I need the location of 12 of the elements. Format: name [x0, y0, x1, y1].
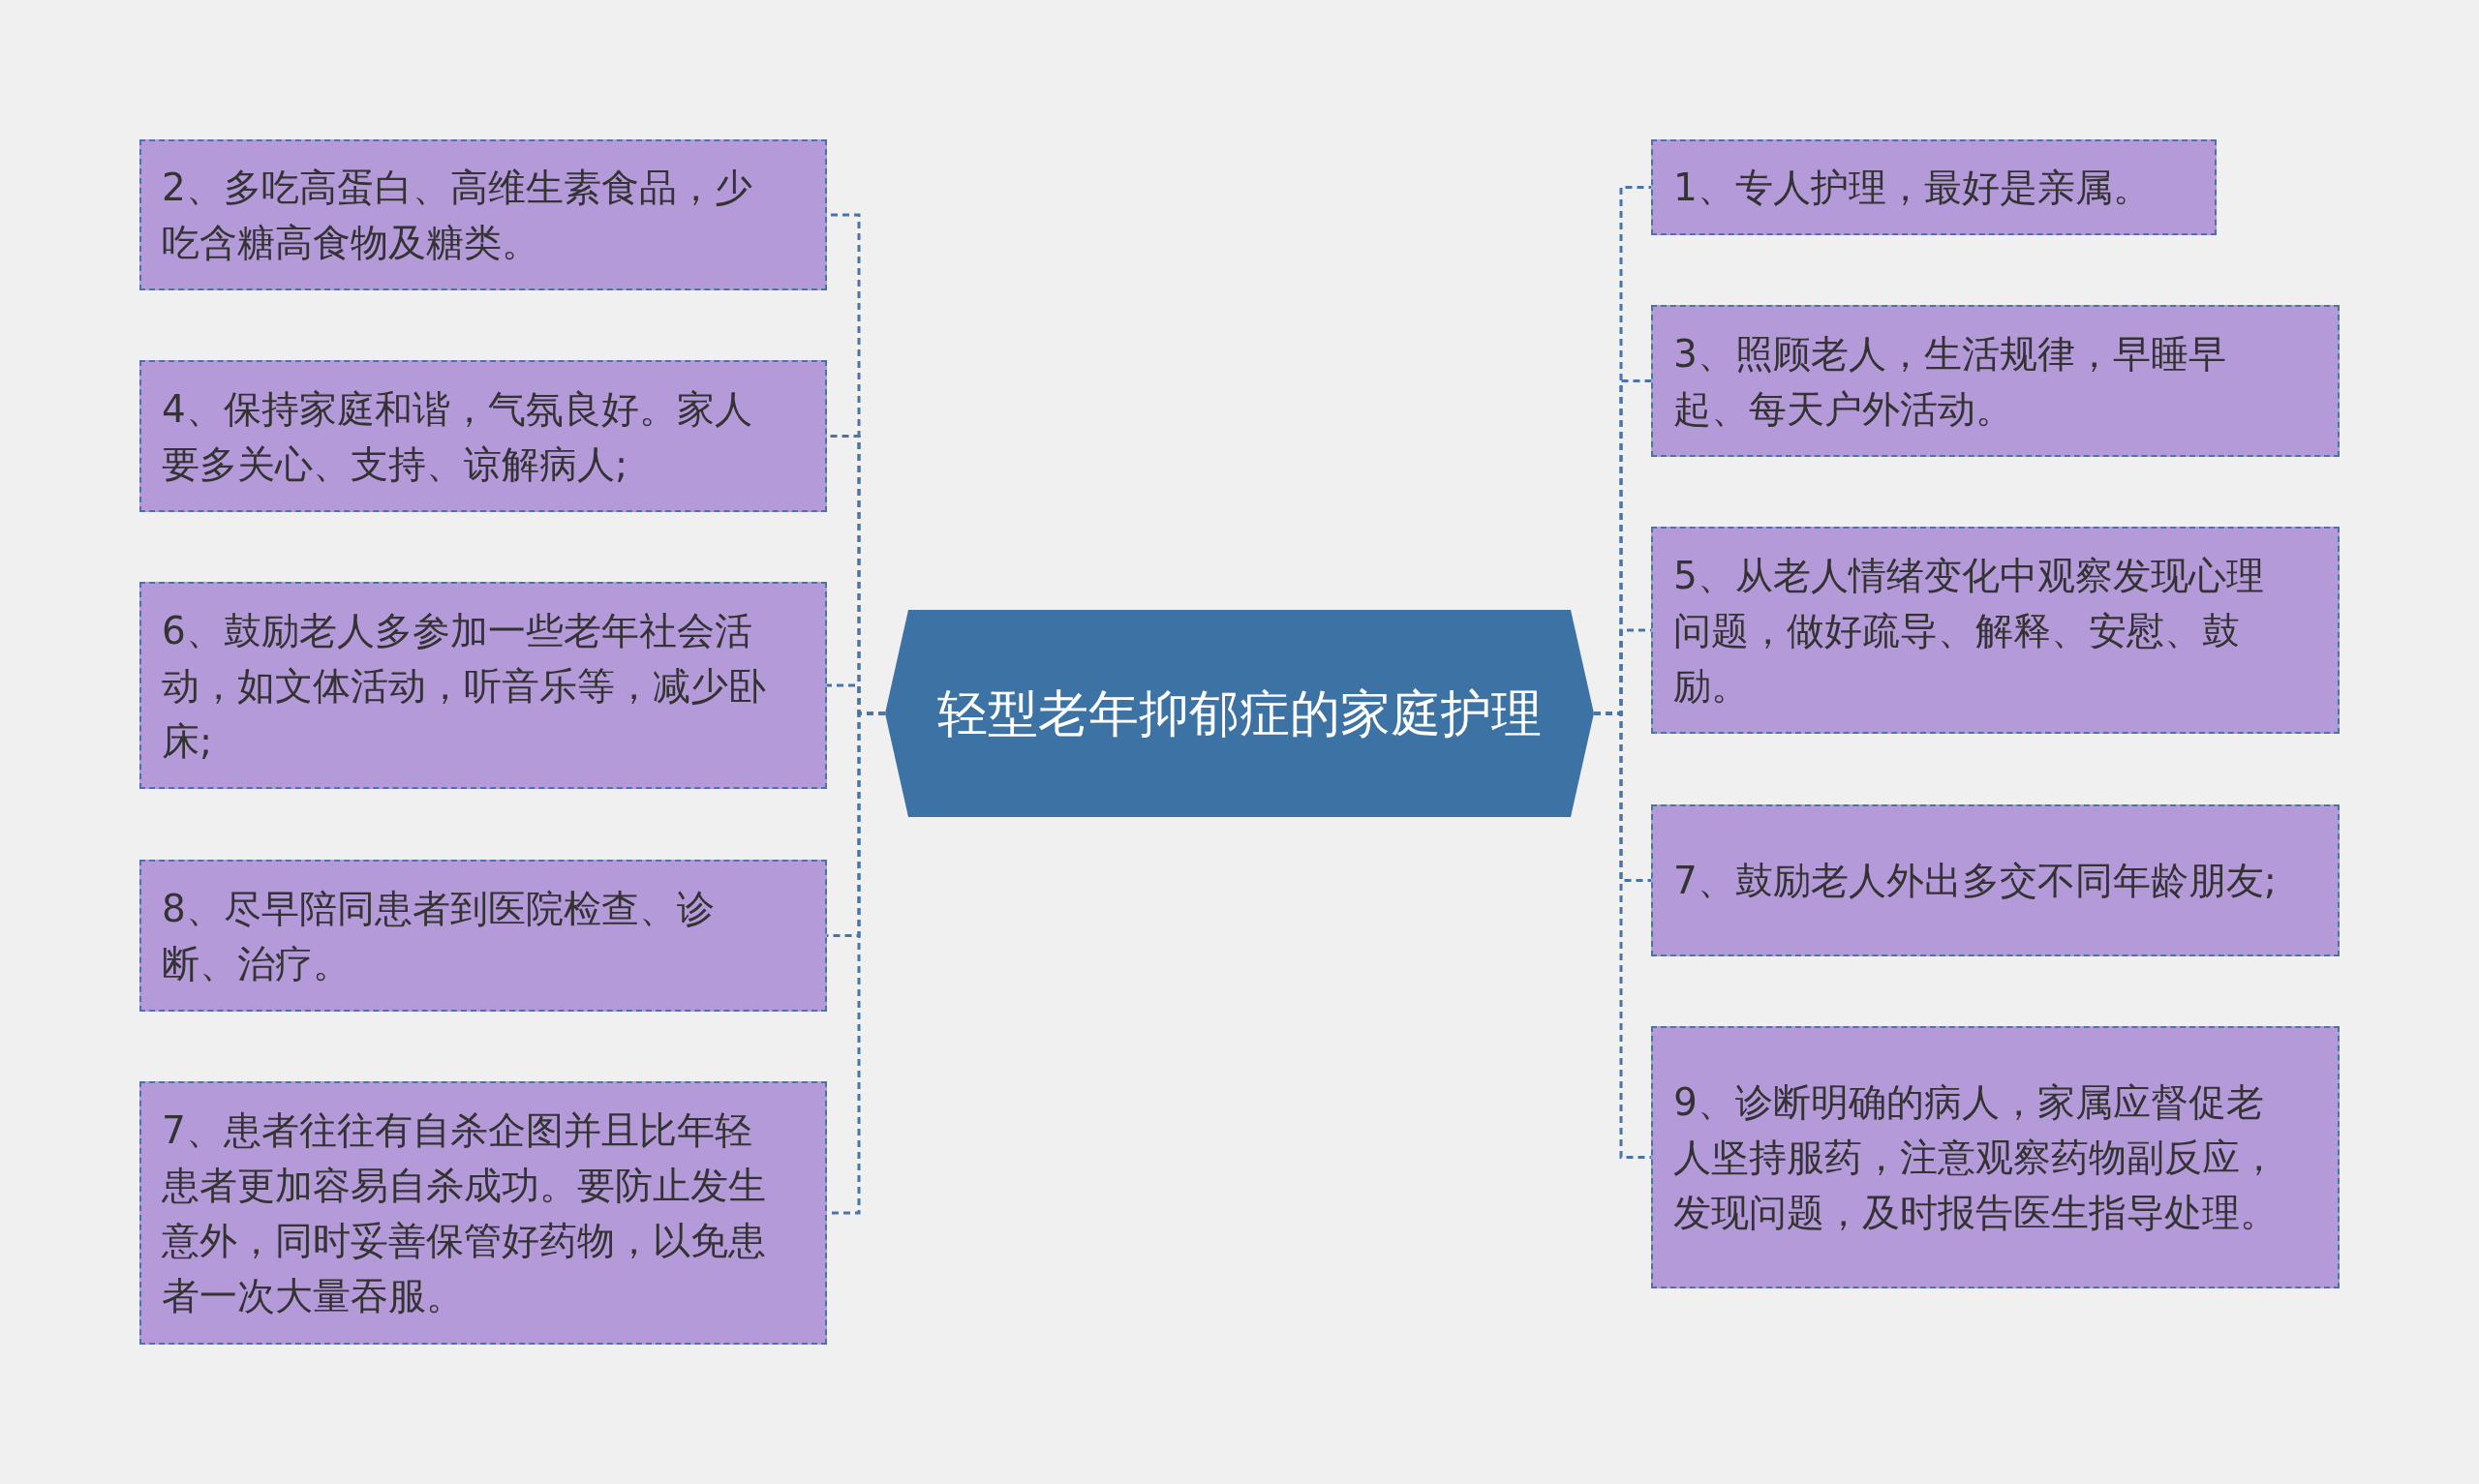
note-box: 4、保持家庭和谐，气氛良好。家人要多关心、支持、谅解病人;	[139, 360, 827, 512]
topic-title: 轻型老年抑郁症的家庭护理	[936, 683, 1543, 744]
note-box: 6、鼓励老人多参加一些老年社会活动，如文体活动，听音乐等，减少卧床;	[139, 582, 827, 789]
connector-line	[1594, 712, 1651, 1159]
note-box: 9、诊断明确的病人，家属应督促老人坚持服药，注意观察药物副反应，发现问题，及时报告医生指导处理。	[1651, 1026, 2340, 1288]
note-box: 7、患者往往有自杀企图并且比年轻患者更加容易自杀成功。要防止发生意外，同时妥善保管好药物，以免患者一次大量吞服。	[139, 1081, 827, 1345]
note-box: 7、鼓励老人外出多交不同年龄朋友;	[1651, 804, 2340, 956]
note-box: 5、从老人情绪变化中观察发现心理问题，做好疏导、解释、安慰、鼓励。	[1651, 527, 2340, 734]
note-box: 1、专人护理，最好是亲属。	[1651, 139, 2217, 235]
note-box: 3、照顾老人，生活规律，早睡早起、每天户外活动。	[1651, 305, 2340, 457]
note-box: 2、多吃高蛋白、高维生素食品，少吃含糖高食物及糖类。	[139, 139, 827, 290]
note-box: 8、尽早陪同患者到医院检查、诊断、治疗。	[139, 860, 827, 1012]
